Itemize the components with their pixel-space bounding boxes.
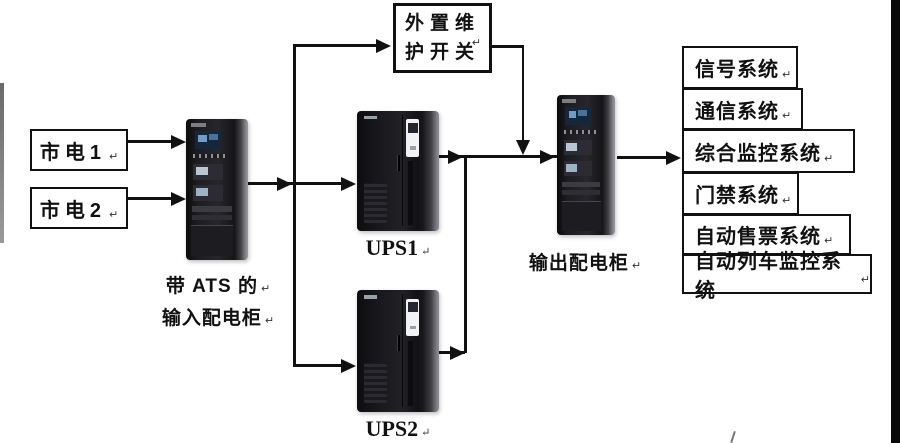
ups2-cabinet-image [357,290,439,412]
ups-door-seam [402,114,404,227]
paragraph-mark-icon: ↵ [860,274,870,286]
connector-to-ups1 [293,182,343,185]
paragraph-mark-icon: ↵ [824,235,834,247]
arrow-right-icon [540,149,555,164]
connector-to-maint-switch [293,44,378,47]
paragraph-mark-icon: ↵ [108,209,119,221]
paragraph-mark-icon: ↵ [782,69,792,81]
paragraph-mark-icon: ↵ [782,195,792,207]
system-box-ticketing: 自动售票系统↵ [682,214,851,255]
mains-source-1-label: 市电1 [39,141,106,164]
ups-vent-grille [363,363,388,404]
connector-mains2 [127,197,177,200]
cabinet-module [563,139,592,156]
system-box-train-monitoring: 自动列车监控系统↵ [682,251,872,302]
paragraph-mark-icon: ↵ [108,151,119,163]
ats-cabinet-image [186,119,248,260]
arrow-down-icon [516,140,530,155]
connector-riser-ups2 [464,155,467,353]
cabinet-brand-strip [190,123,206,127]
paragraph-mark-icon: ↵ [264,315,275,327]
paragraph-mark-icon: ↵ [421,246,431,258]
paragraph-mark-icon: ↵ [471,37,481,49]
ups2-caption: UPS2↵ [365,416,431,441]
arrow-right-icon [450,346,465,360]
cabinet-button-row [563,130,597,135]
cabinet-button-row [193,154,229,159]
cabinet-door [561,200,602,232]
system-box-access-control: 门禁系统↵ [682,172,799,215]
cabinet-strip [562,190,601,196]
output-cabinet-caption: 输出配电柜↵ [528,253,642,274]
cabinet-screen [565,106,591,126]
connector-mains1 [127,140,177,143]
maintenance-switch-label-line2: 护开关 [404,42,480,63]
ats-cabinet-caption: 带 ATS 的↵ 输入配电柜↵ [161,276,275,329]
cabinet-screen [194,130,222,150]
system-box-communication: 通信系统↵ [682,88,803,130]
ups-front-stripe [407,161,414,225]
arrow-right-icon [341,177,356,191]
connector-ats-out [246,182,294,185]
screen-edge-artifact-right [891,0,900,443]
arrow-right-icon [376,38,391,53]
mains-source-2-label: 市电2 [39,199,106,222]
cabinet-strip [191,214,233,220]
ups-brand-strip [364,294,377,299]
cabinet-module [193,164,224,180]
cabinet-module [193,185,224,201]
ups-front-stripe [407,341,414,406]
system-box-integrated-monitoring: 综合监控系统↵ [682,129,855,173]
output-cabinet-image [557,95,615,235]
maintenance-switch-label-line1: 外置维 [404,13,480,34]
ups-door-handle [397,155,400,171]
connector-maint-out-h [490,45,524,48]
ups1-cabinet-image [357,111,439,231]
ups-brand-strip [364,115,377,120]
mains-source-2-box: 市电2 ↵ [30,187,128,229]
ups-door-handle [397,335,400,351]
system-box-signal: 信号系统↵ [682,46,798,89]
paragraph-mark-icon: ↵ [421,427,431,439]
ups-door-seam [402,293,404,408]
cabinet-door [190,225,234,257]
ups1-caption: UPS1↵ [365,235,431,260]
cabinet-strip [562,181,601,188]
cabinet-brand-strip [561,99,576,103]
connector-riser-input [293,44,296,367]
screen-edge-artifact-left [0,83,4,243]
arrow-right-icon [341,359,356,373]
connector-to-loads [617,156,672,159]
paragraph-mark-icon: ↵ [824,153,834,165]
arrow-right-icon [448,149,463,164]
paragraph-mark-icon: ↵ [782,110,792,122]
stray-mark [730,430,736,443]
connector-output-bus [437,155,557,158]
arrow-right-icon [277,177,292,191]
arrow-right-icon [171,192,186,206]
ups-control-panel [406,298,420,337]
ups-vent-grille [363,183,388,223]
paragraph-mark-icon: ↵ [631,260,642,272]
connector-maint-out-v [521,45,524,142]
cabinet-module [563,160,592,177]
mains-source-1-box: 市电1 ↵ [30,129,128,171]
maintenance-switch-box: 外置维 护开关 ↵ [393,3,492,73]
arrow-right-icon [666,150,681,165]
connector-to-ups2 [293,364,343,367]
cabinet-strip [191,206,233,213]
paragraph-mark-icon: ↵ [260,283,271,295]
arrow-right-icon [171,135,186,149]
ups-control-panel [406,119,420,157]
